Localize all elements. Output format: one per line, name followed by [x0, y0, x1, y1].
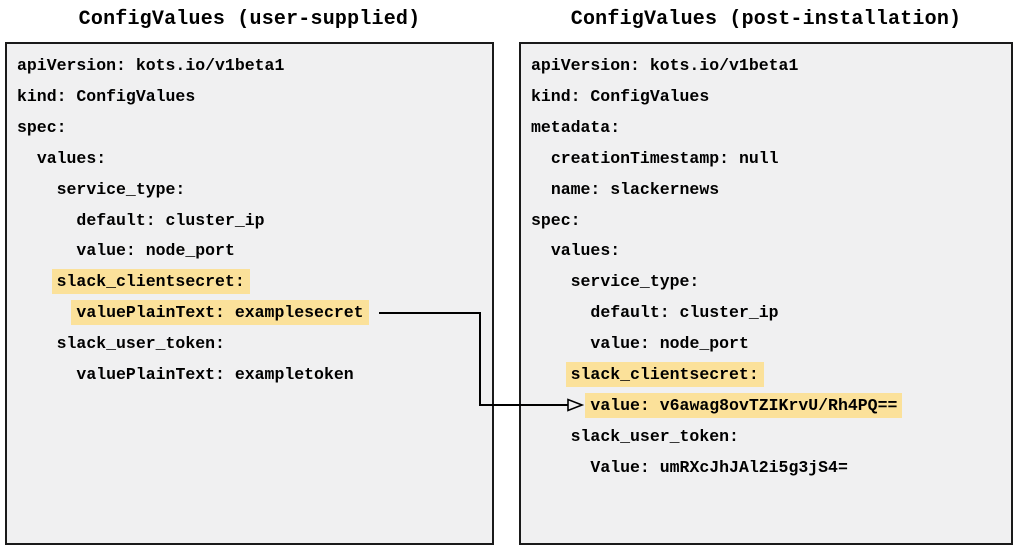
- yaml-line: slack_clientsecret:: [531, 360, 1007, 391]
- yaml-text: spec:: [531, 210, 581, 230]
- code-box-user-supplied: apiVersion: kots.io/v1beta1 kind: ConfigV…: [5, 42, 494, 545]
- yaml-line: slack_user_token:: [17, 329, 488, 360]
- yaml-text: value: node_port: [590, 334, 749, 354]
- yaml-text: default: cluster_ip: [76, 210, 265, 230]
- yaml-line: values:: [531, 236, 1007, 267]
- panel-title-user-supplied: ConfigValues (user-supplied): [78, 8, 421, 31]
- yaml-text: slack_user_token:: [570, 426, 739, 446]
- yaml-text: Value: umRXcJhJAl2i5g3jS4=: [590, 457, 848, 477]
- yaml-text: apiVersion: kots.io/v1beta1: [17, 56, 285, 75]
- highlighted-yaml-text: slack_clientsecret:: [51, 269, 250, 295]
- highlighted-yaml-text: slack_clientsecret:: [565, 362, 764, 388]
- yaml-line: Value: umRXcJhJAl2i5g3jS4=: [531, 453, 1007, 484]
- highlighted-yaml-text: value: v6awag8ovTZIKrvU/Rh4PQ==: [585, 392, 903, 418]
- yaml-line: name: slackernews: [531, 175, 1007, 206]
- yaml-line: service_type:: [531, 267, 1007, 298]
- yaml-line: slack_clientsecret:: [17, 267, 488, 298]
- yaml-line: apiVersion: kots.io/v1beta1: [531, 51, 1007, 82]
- yaml-text: value: node_port: [76, 241, 235, 261]
- yaml-text: metadata:: [531, 117, 621, 137]
- yaml-text: name: slackernews: [550, 179, 720, 199]
- yaml-text: service_type:: [570, 272, 700, 292]
- yaml-text: values:: [550, 241, 621, 261]
- yaml-text: default: cluster_ip: [590, 303, 779, 323]
- panel-post-installation: ConfigValues (post-installation) apiVers…: [519, 0, 1013, 545]
- yaml-line: spec:: [531, 206, 1007, 237]
- yaml-text: spec:: [17, 117, 67, 137]
- yaml-line: metadata:: [531, 113, 1007, 144]
- yaml-line: slack_user_token:: [531, 422, 1007, 453]
- yaml-line: default: cluster_ip: [531, 298, 1007, 329]
- yaml-line: kind: ConfigValues: [17, 82, 488, 113]
- yaml-text: slack_user_token:: [56, 334, 225, 354]
- highlighted-yaml-text: valuePlainText: examplesecret: [71, 300, 369, 326]
- yaml-line: service_type:: [17, 175, 488, 206]
- yaml-line: kind: ConfigValues: [531, 82, 1007, 113]
- yaml-line: valuePlainText: exampletoken: [17, 360, 488, 391]
- yaml-text: apiVersion: kots.io/v1beta1: [531, 56, 799, 75]
- yaml-text: service_type:: [56, 179, 186, 199]
- yaml-line: values:: [17, 144, 488, 175]
- yaml-text: values:: [36, 148, 107, 168]
- yaml-text: creationTimestamp: null: [550, 148, 779, 168]
- yaml-line: value: node_port: [17, 236, 488, 267]
- yaml-text: kind: ConfigValues: [17, 86, 196, 106]
- code-box-post-installation: apiVersion: kots.io/v1beta1 kind: ConfigV…: [519, 42, 1013, 545]
- yaml-line: default: cluster_ip: [17, 206, 488, 237]
- yaml-line: apiVersion: kots.io/v1beta1: [17, 51, 488, 82]
- yaml-line: creationTimestamp: null: [531, 144, 1007, 175]
- yaml-line: value: v6awag8ovTZIKrvU/Rh4PQ==: [531, 391, 1007, 422]
- yaml-line: spec:: [17, 113, 488, 144]
- yaml-line: valuePlainText: examplesecret: [17, 298, 488, 329]
- panel-title-post-installation: ConfigValues (post-installation): [570, 8, 962, 31]
- yaml-text: valuePlainText: exampletoken: [76, 365, 354, 385]
- yaml-line: value: node_port: [531, 329, 1007, 360]
- yaml-text: kind: ConfigValues: [531, 86, 710, 106]
- panel-user-supplied: ConfigValues (user-supplied) apiVersion:…: [5, 0, 494, 545]
